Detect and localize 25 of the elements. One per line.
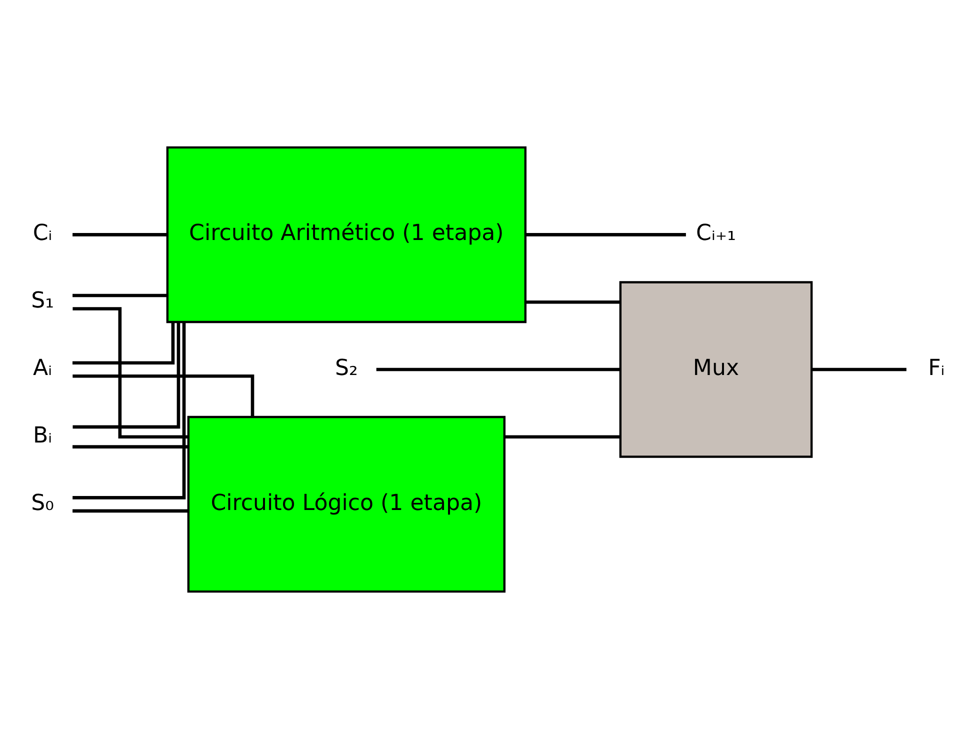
connector bbox=[72, 322, 186, 500]
connector bbox=[504, 435, 620, 439]
connector bbox=[72, 322, 175, 365]
connector bbox=[72, 374, 254, 417]
node-text: S₂ bbox=[334, 355, 358, 382]
node-box: Mux bbox=[619, 281, 813, 458]
node-box: Circuito Aritmético (1 etapa) bbox=[166, 146, 527, 324]
node-text: Cᵢ₊₁ bbox=[696, 220, 736, 246]
node-text: Bᵢ bbox=[33, 422, 52, 448]
connector bbox=[526, 300, 620, 304]
connector bbox=[72, 233, 168, 236]
connector bbox=[72, 509, 188, 513]
node-text: Cᵢ bbox=[32, 220, 52, 246]
connector bbox=[72, 322, 180, 429]
node-text: Aᵢ bbox=[33, 355, 52, 382]
connector bbox=[526, 233, 686, 236]
connector bbox=[72, 445, 188, 448]
connector bbox=[72, 294, 168, 298]
node-text: S₀ bbox=[31, 490, 54, 516]
node-box: Circuito Lógico (1 etapa) bbox=[187, 416, 506, 593]
connector bbox=[72, 307, 188, 439]
connector bbox=[376, 368, 620, 372]
node-text: Fᵢ bbox=[928, 355, 945, 382]
connector bbox=[812, 368, 906, 372]
node-text: S₁ bbox=[31, 288, 54, 314]
